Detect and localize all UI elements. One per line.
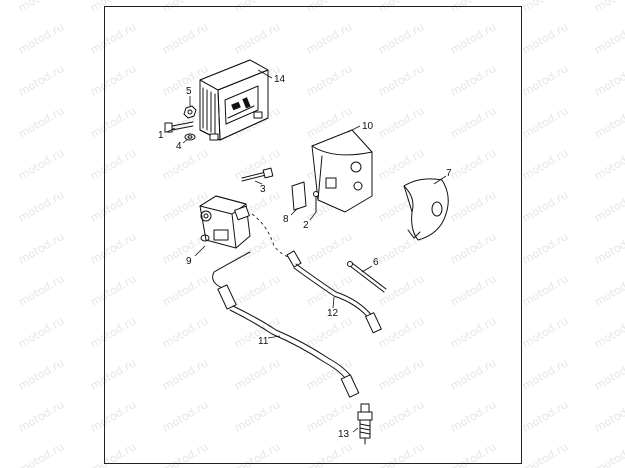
callout-2: 2 bbox=[303, 220, 309, 231]
callout-3: 3 bbox=[260, 184, 266, 195]
screw-2 bbox=[313, 191, 319, 213]
callout-13: 13 bbox=[338, 429, 350, 440]
callout-11: 11 bbox=[258, 336, 269, 347]
bolt-1 bbox=[164, 121, 194, 133]
spark-plug-13 bbox=[357, 403, 373, 445]
callout-1: 1 bbox=[158, 130, 164, 141]
bolt-3 bbox=[241, 167, 274, 182]
diagram-frame bbox=[104, 6, 522, 464]
callout-8: 8 bbox=[283, 214, 289, 225]
ignition-coil-9 bbox=[199, 195, 251, 249]
callout-5: 5 bbox=[186, 86, 192, 97]
callout-labels: 14 5 1 4 10 7 3 8 2 9 6 12 11 13 bbox=[158, 74, 452, 440]
coil-cover-10 bbox=[311, 129, 373, 213]
callout-6: 6 bbox=[373, 257, 379, 268]
pin-6 bbox=[347, 261, 387, 293]
washer-4 bbox=[184, 133, 196, 141]
cover-7 bbox=[403, 178, 449, 241]
nut-5 bbox=[183, 105, 197, 119]
callout-12: 12 bbox=[327, 308, 339, 319]
callout-14: 14 bbox=[274, 74, 286, 85]
callout-7: 7 bbox=[446, 168, 452, 179]
spark-plug-wire-12 bbox=[286, 250, 382, 334]
spark-plug-wire-11 bbox=[212, 251, 360, 398]
callout-4: 4 bbox=[176, 141, 182, 152]
callout-9: 9 bbox=[186, 256, 192, 267]
leader-lines bbox=[166, 69, 447, 433]
gasket-8 bbox=[291, 181, 307, 211]
callout-10: 10 bbox=[362, 121, 374, 132]
ignition-module-14 bbox=[199, 59, 269, 141]
